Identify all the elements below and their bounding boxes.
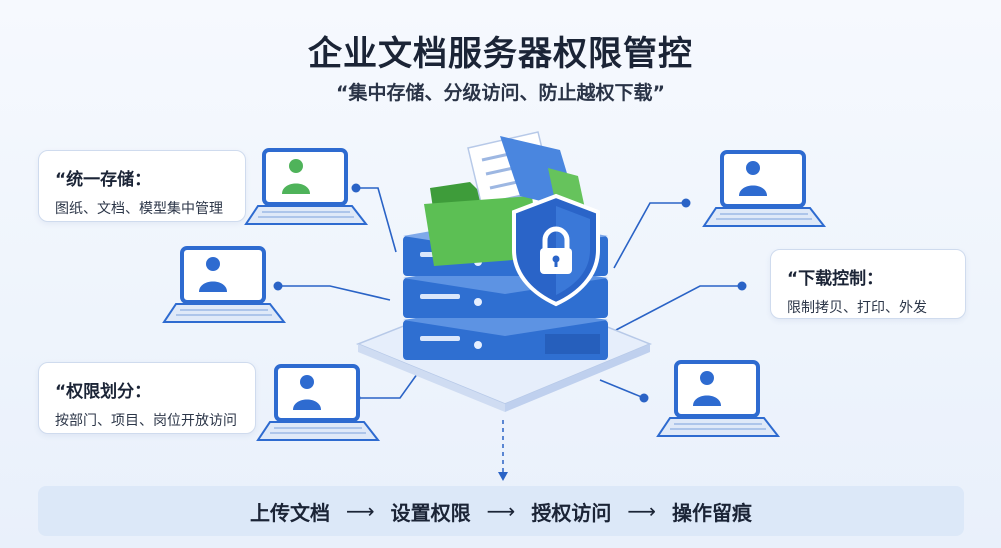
lock-icon [540, 226, 572, 274]
connector-bottom-right [599, 379, 645, 399]
flow-step-authorized-access: 授权访问 [531, 500, 612, 525]
card-heading: “统一存储： [55, 170, 152, 190]
connector-mid-left [278, 285, 391, 301]
connector-lines [278, 187, 742, 399]
flow-arrow-icon: ⟶ [486, 499, 516, 523]
page-subtitle: “集中存储、分级访问、防止越权下载” [336, 82, 665, 104]
laptop-icon [702, 150, 827, 227]
user-icon [693, 371, 721, 406]
card-heading: “权限划分： [55, 382, 152, 402]
card-body: 图纸、文档、模型集中管理 [55, 201, 223, 217]
card-body: 限制拷贝、打印、外发 [787, 300, 927, 316]
card-body: 按部门、项目、岗位开放访问 [55, 413, 237, 429]
flow-step-upload: 上传文档 [249, 500, 330, 525]
connector-mid-right [615, 285, 742, 331]
user-icon [199, 257, 227, 292]
card-heading: “下载控制： [787, 269, 884, 289]
card-permission-division: “权限划分： 按部门、项目、岗位开放访问 [38, 362, 256, 434]
process-flow-bar: 上传文档 ⟶ 设置权限 ⟶ 授权访问 ⟶ 操作留痕 [38, 486, 964, 536]
flow-step-audit-trail: 操作留痕 [672, 500, 752, 525]
page-title: 企业文档服务器权限管控 [308, 34, 693, 74]
folder-front [424, 196, 540, 266]
connector-dots [273, 183, 747, 403]
connector-bottom-left [356, 369, 421, 399]
user-icon [282, 159, 310, 194]
flow-arrow-icon: ⟶ [345, 499, 375, 523]
flow-arrow-icon: ⟶ [627, 499, 656, 523]
laptop-icon [162, 246, 287, 323]
flow-step-set-permission: 设置权限 [390, 500, 471, 525]
user-icon [293, 375, 321, 410]
card-download-control: “下载控制： 限制拷贝、打印、外发 [770, 249, 966, 319]
card-unified-storage: “统一存储： 图纸、文档、模型集中管理 [38, 150, 246, 222]
laptop-icon [656, 360, 781, 437]
connector-top-left [356, 187, 397, 253]
laptop-icon [256, 364, 381, 441]
flow-arrow-head [498, 472, 508, 481]
user-icon [739, 161, 767, 196]
connector-top-right [613, 202, 686, 269]
laptop-icon [244, 148, 369, 225]
